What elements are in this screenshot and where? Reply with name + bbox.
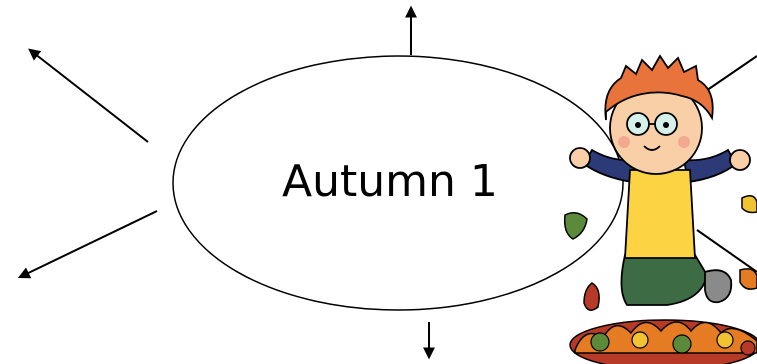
shirt	[624, 169, 696, 259]
arrow-lower-right	[696, 229, 757, 273]
central-ellipse	[172, 55, 624, 311]
left-hand	[569, 147, 591, 169]
leaf-pile-icon	[569, 319, 757, 364]
mouth	[643, 145, 661, 151]
green-leaf-icon	[563, 212, 588, 240]
arrow-upper-left	[28, 48, 149, 143]
right-cheek	[678, 136, 690, 148]
red-leaf-icon	[583, 282, 600, 311]
right-hand	[729, 149, 751, 171]
yellow-leaf-icon	[741, 195, 757, 214]
orange-leaf-icon	[739, 268, 757, 290]
central-title: Autumn 1	[282, 156, 498, 207]
hair	[604, 54, 714, 121]
left-cheek	[618, 136, 630, 148]
arrow-upper-right	[699, 55, 757, 96]
pants	[620, 254, 708, 306]
right-arm	[682, 148, 738, 184]
arrow-lower-left	[17, 210, 158, 279]
shoe	[704, 269, 733, 304]
autumn-boy-icon	[563, 54, 757, 364]
